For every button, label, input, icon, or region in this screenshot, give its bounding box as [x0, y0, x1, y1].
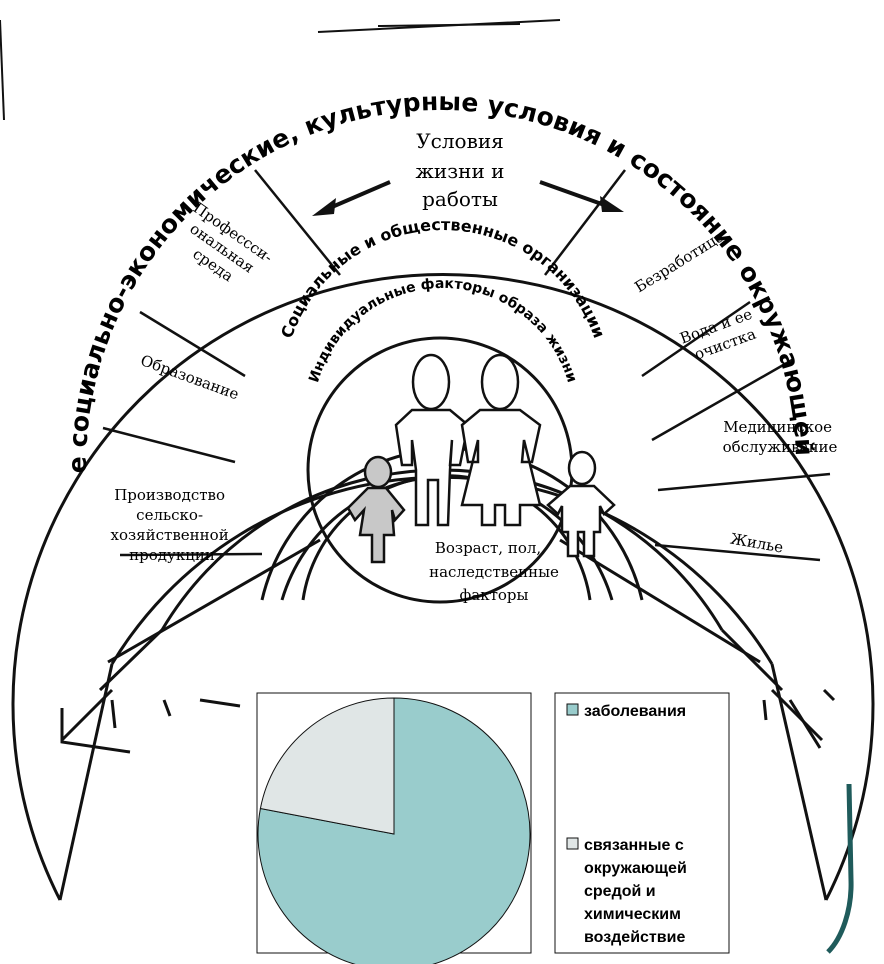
legend-frame: [554, 692, 730, 954]
svg-text:Возраст, пол,: Возраст, пол,: [435, 539, 541, 557]
child-left-icon: [346, 455, 406, 564]
bottom-rays: [107, 538, 761, 664]
segment-healthcare: Медицинское обслуживание: [723, 418, 838, 456]
svg-text:Условия: Условия: [416, 129, 504, 153]
core-label: Возраст, пол, наследственные факторы: [429, 539, 559, 604]
lower-fragments: [60, 688, 836, 754]
svg-text:жизни и: жизни и: [416, 159, 505, 183]
svg-text:наследственные: наследственные: [429, 563, 559, 581]
top-scan-lines: [0, 19, 561, 121]
pie-legend: заболевания связанные с окружающей средо…: [554, 692, 730, 954]
legend-swatch-disease: [566, 703, 579, 716]
arc-outermost: [11, 273, 875, 901]
svg-text:факторы: факторы: [460, 586, 529, 604]
segment-water: Вода и ее очистка: [677, 303, 765, 366]
band-edge-lines: [58, 628, 828, 901]
living-conditions-heading: Условия жизни и работы: [416, 129, 505, 211]
legend-label-env: связанные с окружающей средой и химическ…: [584, 837, 691, 946]
adult-right-icon: [460, 353, 542, 527]
pie-slices: [257, 697, 531, 964]
segment-dividers: [102, 169, 831, 562]
pie-slice-environment: [259, 697, 395, 835]
teal-accent-line: [826, 783, 854, 954]
arrow-right-icon: [539, 180, 624, 212]
adult-left-icon: [394, 353, 470, 527]
legend-label-disease: заболевания: [584, 703, 686, 720]
legend-swatch-env: [566, 837, 579, 850]
arrow-left-icon: [312, 180, 391, 216]
segment-education: Образование: [138, 351, 241, 403]
svg-text:работы: работы: [422, 187, 498, 211]
child-right-icon: [546, 450, 616, 558]
segment-unemployment: Безработица: [632, 227, 728, 296]
family-icon: [346, 353, 616, 564]
pie-chart: [256, 692, 532, 964]
segment-agriculture: Производство сельско- хозяйственной прод…: [111, 486, 234, 564]
